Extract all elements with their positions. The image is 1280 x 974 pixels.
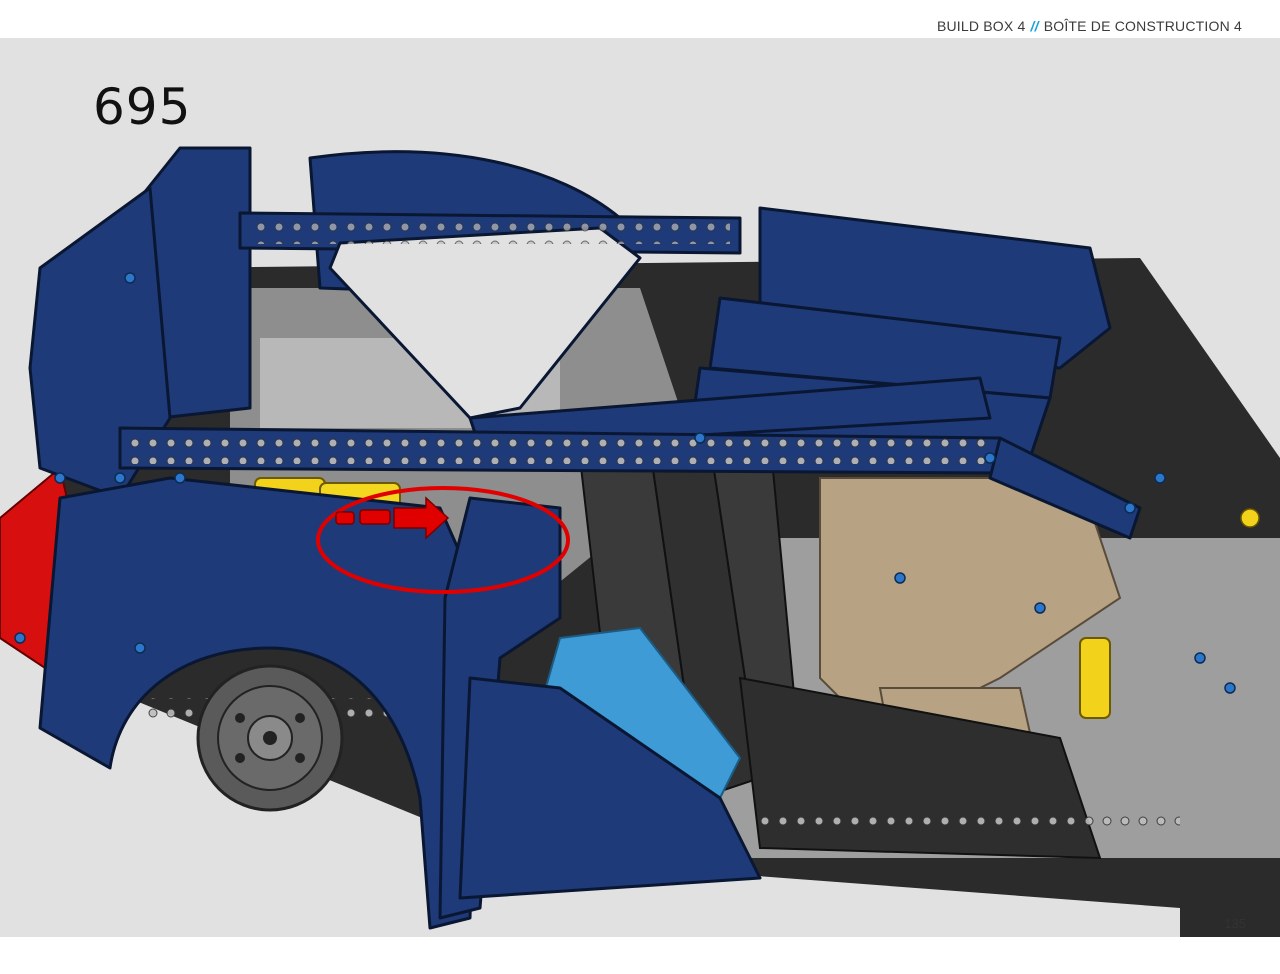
red-ellipse-callout — [316, 486, 570, 594]
header-construction-box-label: BOÎTE DE CONSTRUCTION 4 — [1043, 18, 1242, 34]
model-illustration — [0, 146, 1280, 937]
beam-holes-row — [130, 436, 990, 464]
page-number: 135 — [1224, 916, 1246, 931]
step-number: 695 — [93, 78, 192, 136]
beam-holes-top — [250, 218, 730, 244]
callout — [316, 486, 570, 594]
blue-pins — [14, 272, 1236, 694]
header-build-box-label: BUILD BOX 4 — [936, 18, 1026, 34]
beam-holes-floor — [760, 808, 1180, 832]
header-separator: // — [1030, 18, 1039, 34]
wheel-hub — [196, 664, 344, 812]
page-header: BUILD BOX 4//BOÎTE DE CONSTRUCTION 4 — [0, 0, 1280, 38]
header-breadcrumb: BUILD BOX 4//BOÎTE DE CONSTRUCTION 4 — [937, 18, 1242, 34]
front-fender — [38, 476, 762, 930]
instruction-panel: 695 — [0, 38, 1280, 937]
red-arrow-icon — [335, 496, 450, 540]
